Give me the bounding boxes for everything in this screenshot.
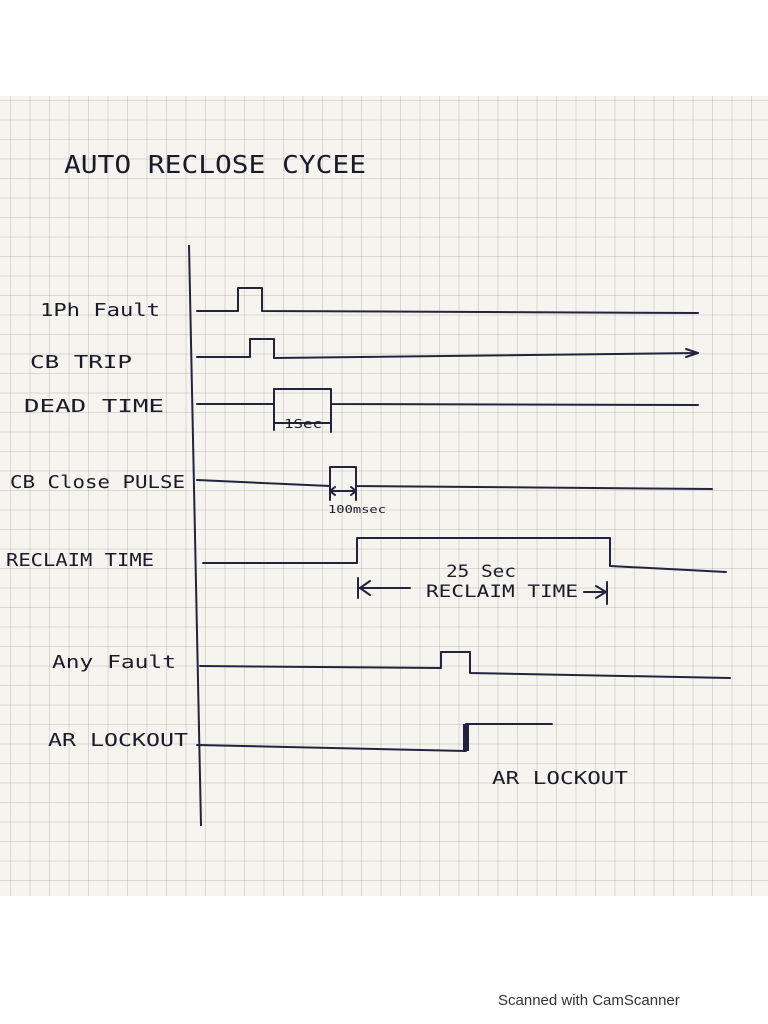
dead-time-annotation: 1Sec <box>284 417 322 431</box>
time-axis <box>188 244 202 827</box>
scanner-watermark: Scanned with CamScanner <box>498 992 680 1009</box>
waveform-cb-trip <box>196 338 699 359</box>
waveform-ph-fault <box>196 287 699 314</box>
waveform-dead-time <box>196 388 699 406</box>
waveform-any-fault <box>199 651 731 679</box>
signal-label-ph-fault: 1Ph Fault <box>40 300 160 321</box>
reclaim-duration-annotation: 25 Sec <box>446 562 516 582</box>
waveform-cb-trip-arrow <box>685 348 699 358</box>
reclaim-dimension-left <box>357 577 411 599</box>
waveform-reclaim-time <box>202 537 727 573</box>
grid-paper <box>0 96 768 896</box>
signal-label-any-fault: Any Fault <box>52 652 176 673</box>
diagram-title: AUTO RECLOSE CYCEE <box>64 150 366 179</box>
close-pulse-annotation: 100msec <box>328 503 386 516</box>
waveform-cb-close-pulse <box>196 466 713 490</box>
waveform-ar-lockout <box>196 723 553 752</box>
ar-lockout-annotation: AR LOCKOUT <box>492 768 628 789</box>
dead-time-dimension <box>273 403 332 433</box>
signal-label-reclaim-time: RECLAIM TIME <box>6 550 154 571</box>
reclaim-time-annotation: RECLAIM TIME <box>426 582 578 602</box>
signal-label-cb-close-pulse: CB Close PULSE <box>10 472 185 493</box>
signal-label-ar-lockout: AR LOCKOUT <box>48 730 188 751</box>
close-pulse-dimension <box>329 485 357 501</box>
reclaim-dimension-right <box>583 581 608 605</box>
signal-label-cb-trip: CB TRIP <box>30 352 132 373</box>
signal-label-dead-time: DEAD TIME <box>24 396 164 417</box>
ar-lockout-edge-mark <box>463 724 469 751</box>
